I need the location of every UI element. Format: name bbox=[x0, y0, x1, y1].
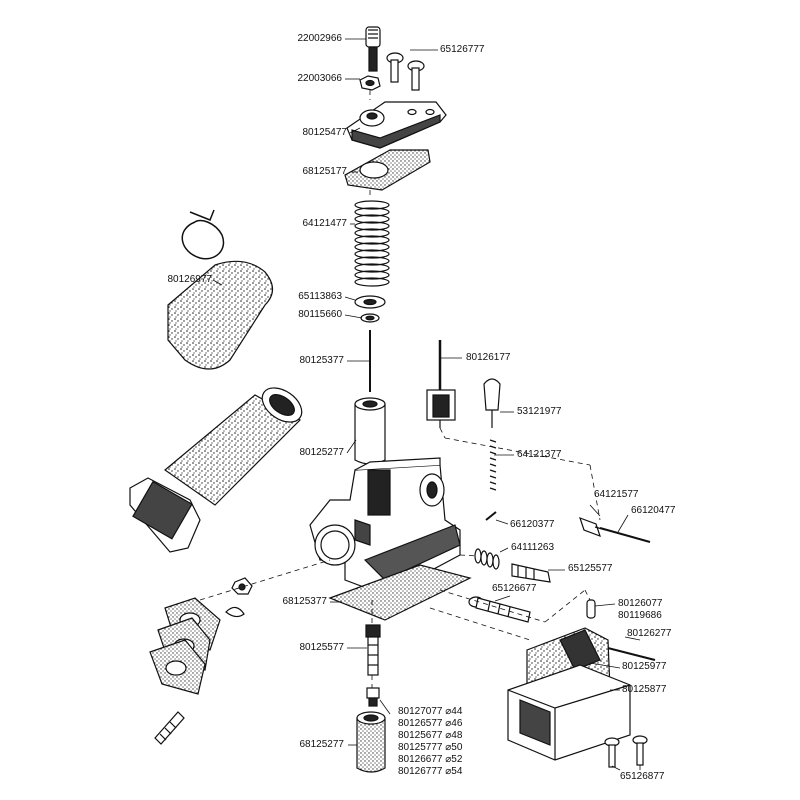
mount-gaskets-part bbox=[149, 597, 221, 695]
float-bowl-pin-part bbox=[586, 599, 596, 619]
intake-sleeve-part bbox=[167, 260, 274, 370]
jet-size: ⌀50 bbox=[445, 742, 463, 753]
float-bowl-part bbox=[507, 664, 631, 761]
part-label-80125577: 80125577 bbox=[299, 642, 345, 653]
part-label-66120477: 66120477 bbox=[631, 505, 676, 516]
part-label-64121577: 64121577 bbox=[594, 489, 639, 500]
jet-row-5: 80126777 ⌀54 bbox=[398, 766, 462, 778]
throttle-spring-part bbox=[354, 200, 390, 287]
bowl-screws-part bbox=[604, 735, 648, 768]
idle-spring-part bbox=[474, 548, 500, 570]
body-screw-part bbox=[468, 596, 531, 623]
cover-gasket-part bbox=[344, 149, 431, 191]
part-label-66120377: 66120377 bbox=[510, 519, 555, 530]
nut-part bbox=[359, 75, 381, 91]
part-label-68125277: 68125277 bbox=[299, 739, 345, 750]
part-label-64121477: 64121477 bbox=[302, 218, 348, 229]
jet-code: 80125777 bbox=[398, 742, 443, 753]
part-label-64111263: 64111263 bbox=[511, 542, 555, 553]
part-label-22002966: 22002966 bbox=[297, 33, 343, 44]
part-label-80119686: 80119686 bbox=[618, 610, 662, 621]
part-label-65126777: 65126777 bbox=[440, 44, 485, 55]
part-label-68125177: 68125177 bbox=[302, 166, 348, 177]
part-label-22003066: 22003066 bbox=[297, 73, 343, 84]
part-label-65113863: 65113863 bbox=[298, 291, 342, 302]
part-label-80115660: 80115660 bbox=[298, 309, 342, 320]
float-rod-part bbox=[599, 645, 656, 661]
throttle-slide-part bbox=[354, 397, 386, 465]
jet-row-2: 80125677 ⌀48 bbox=[398, 730, 462, 742]
jet-row-3: 80125777 ⌀50 bbox=[398, 742, 462, 754]
part-label-80125377: 80125377 bbox=[299, 355, 345, 366]
jet-size: ⌀44 bbox=[445, 706, 463, 717]
part-label-65126677: 65126677 bbox=[492, 583, 537, 594]
assembly-guides bbox=[199, 90, 601, 688]
hose-clip-part bbox=[181, 209, 225, 260]
mount-nuts-part bbox=[225, 577, 253, 618]
part-label-65125577: 65125577 bbox=[568, 563, 613, 574]
jet-row-4: 80126677 ⌀52 bbox=[398, 754, 462, 766]
cover-plate-part bbox=[346, 101, 447, 149]
mount-stud-part bbox=[154, 711, 185, 745]
part-label-80126077: 80126077 bbox=[618, 598, 663, 609]
part-label-80125477: 80125477 bbox=[302, 127, 348, 138]
part-label-80126177: 80126177 bbox=[466, 352, 511, 363]
base-gasket-part bbox=[328, 564, 472, 621]
jet-code: 80126777 bbox=[398, 766, 443, 777]
jet-code: 80126577 bbox=[398, 718, 443, 729]
float-clip-part bbox=[579, 516, 607, 538]
choke-plunger-part bbox=[426, 340, 456, 428]
jet-size: ⌀54 bbox=[445, 766, 463, 777]
part-label-80126277: 80126277 bbox=[627, 628, 672, 639]
part-label-64121377: 64121377 bbox=[517, 449, 562, 460]
intake-manifold-part bbox=[129, 387, 303, 553]
small-pin-part bbox=[485, 511, 497, 521]
jet-size: ⌀46 bbox=[445, 718, 463, 729]
cap-screws-part bbox=[386, 52, 425, 91]
needle-clip-part bbox=[360, 313, 380, 323]
carburettor-body-part bbox=[309, 457, 461, 596]
idle-screw-part bbox=[511, 563, 551, 583]
top-screw-part bbox=[365, 26, 381, 72]
jet-code: 80127077 bbox=[398, 706, 443, 717]
jet-code: 80126677 bbox=[398, 754, 443, 765]
float-spring-part bbox=[489, 439, 497, 491]
part-label-80126977: 80126977 bbox=[167, 274, 213, 285]
jet-filter-part bbox=[356, 711, 386, 773]
float-needle-part bbox=[483, 378, 501, 428]
part-label-68125377: 68125377 bbox=[282, 596, 328, 607]
part-label-80125977: 80125977 bbox=[622, 661, 667, 672]
leader-lines bbox=[212, 38, 641, 771]
part-label-80125877: 80125877 bbox=[622, 684, 667, 695]
jet-row-0: 80127077 ⌀44 bbox=[398, 706, 462, 718]
jet-size: ⌀48 bbox=[445, 730, 463, 741]
needle-jet-part bbox=[365, 624, 381, 676]
main-jet-part bbox=[366, 687, 380, 707]
jet-row-1: 80126577 ⌀46 bbox=[398, 718, 462, 730]
part-label-53121977: 53121977 bbox=[517, 406, 562, 417]
spring-washer-part bbox=[354, 295, 386, 309]
float-pivot-pin-part bbox=[599, 527, 651, 543]
part-label-65126877: 65126877 bbox=[620, 771, 665, 782]
jet-code: 80125677 bbox=[398, 730, 443, 741]
part-label-80125277: 80125277 bbox=[299, 447, 345, 458]
jet-size: ⌀52 bbox=[445, 754, 463, 765]
